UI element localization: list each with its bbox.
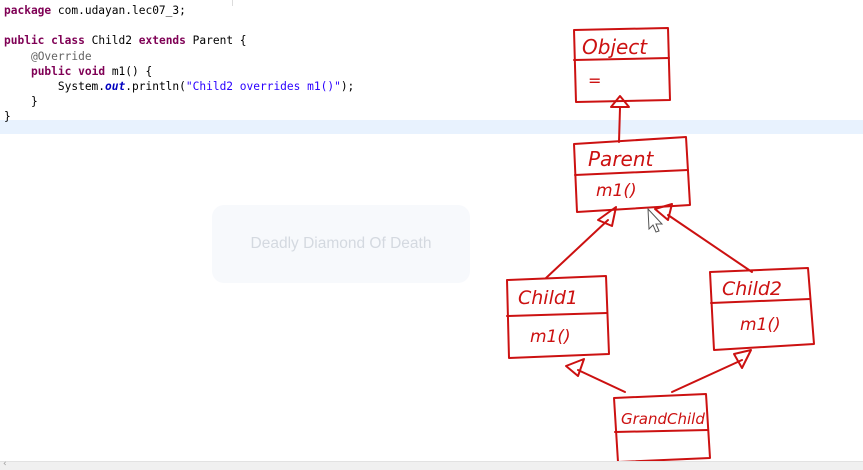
- code-token: .println(: [125, 80, 186, 93]
- code-token: @Override: [30, 49, 92, 63]
- code-token: System.: [4, 80, 106, 93]
- child2-to-parent-arrow: [654, 203, 753, 273]
- watermark-text: Deadly Diamond Of Death: [250, 235, 432, 252]
- current-line-highlight: [0, 120, 863, 134]
- code-line: package com.udayan.lec07_3;: [4, 3, 186, 19]
- code-token: class: [51, 34, 85, 48]
- code-token: Parent {: [185, 34, 247, 48]
- child1-class-box: [506, 275, 610, 359]
- child2-label: Child2: [722, 278, 782, 300]
- code-line: @Override: [4, 49, 92, 65]
- grandchild-class-box: [613, 393, 711, 463]
- scroll-left-arrow-icon[interactable]: ‹: [3, 459, 7, 469]
- grandchild-to-child1-arrow: [565, 358, 626, 393]
- code-line: }: [4, 94, 38, 110]
- code-token: );: [340, 80, 355, 93]
- child1-to-parent-arrow: [545, 206, 617, 279]
- parent-to-object-arrow: [610, 95, 630, 143]
- child1-method-label: m1(): [530, 327, 571, 347]
- code-token: extends: [138, 34, 186, 48]
- code-token: Child2: [84, 34, 139, 48]
- parent-label: Parent: [588, 147, 655, 171]
- object-label: Object: [582, 35, 648, 59]
- mouse-cursor-icon: [647, 207, 664, 233]
- grandchild-to-child2-arrow: [671, 349, 752, 393]
- child2-class-box: [709, 267, 815, 351]
- parent-class-box: [573, 136, 691, 213]
- horizontal-scrollbar[interactable]: ‹: [0, 459, 863, 470]
- child2-method-label: m1(): [740, 315, 781, 335]
- code-token: "Child2 overrides m1()": [185, 80, 341, 93]
- code-line: public class Child2 extends Parent {: [4, 33, 247, 49]
- code-token: }: [4, 95, 38, 109]
- code-line: public void m1() {: [4, 64, 152, 80]
- child1-label: Child1: [518, 287, 578, 309]
- code-token: package: [4, 4, 52, 17]
- code-token: public: [4, 34, 45, 48]
- parent-method-label: m1(): [596, 181, 637, 201]
- code-token: public: [30, 64, 72, 78]
- watermark-overlay: Deadly Diamond Of Death: [212, 205, 470, 283]
- code-line: }: [4, 109, 11, 125]
- code-token: void: [78, 64, 106, 78]
- grandchild-label: GrandChild: [621, 410, 705, 428]
- object-body-label: =: [588, 71, 601, 90]
- code-token: m1() {: [105, 64, 153, 78]
- code-token: }: [4, 110, 11, 124]
- code-line: System.out.println("Child2 overrides m1(…: [4, 79, 354, 95]
- code-token: out: [105, 80, 126, 93]
- editor-top-divider: [232, 0, 233, 6]
- object-class-box: [573, 27, 671, 103]
- code-token: com.udayan.lec07_3;: [51, 4, 186, 17]
